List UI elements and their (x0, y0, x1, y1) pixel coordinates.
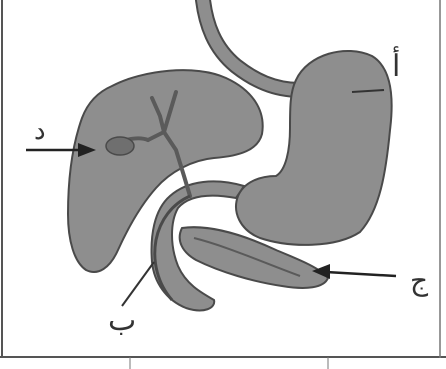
label-d: د (34, 116, 46, 146)
gallbladder (106, 137, 134, 155)
pointer-line-b (122, 262, 154, 306)
label-a: أ (392, 52, 400, 82)
label-j: ج (410, 266, 428, 296)
label-b: ب (108, 306, 136, 336)
pointer-arrow-j (326, 272, 396, 276)
